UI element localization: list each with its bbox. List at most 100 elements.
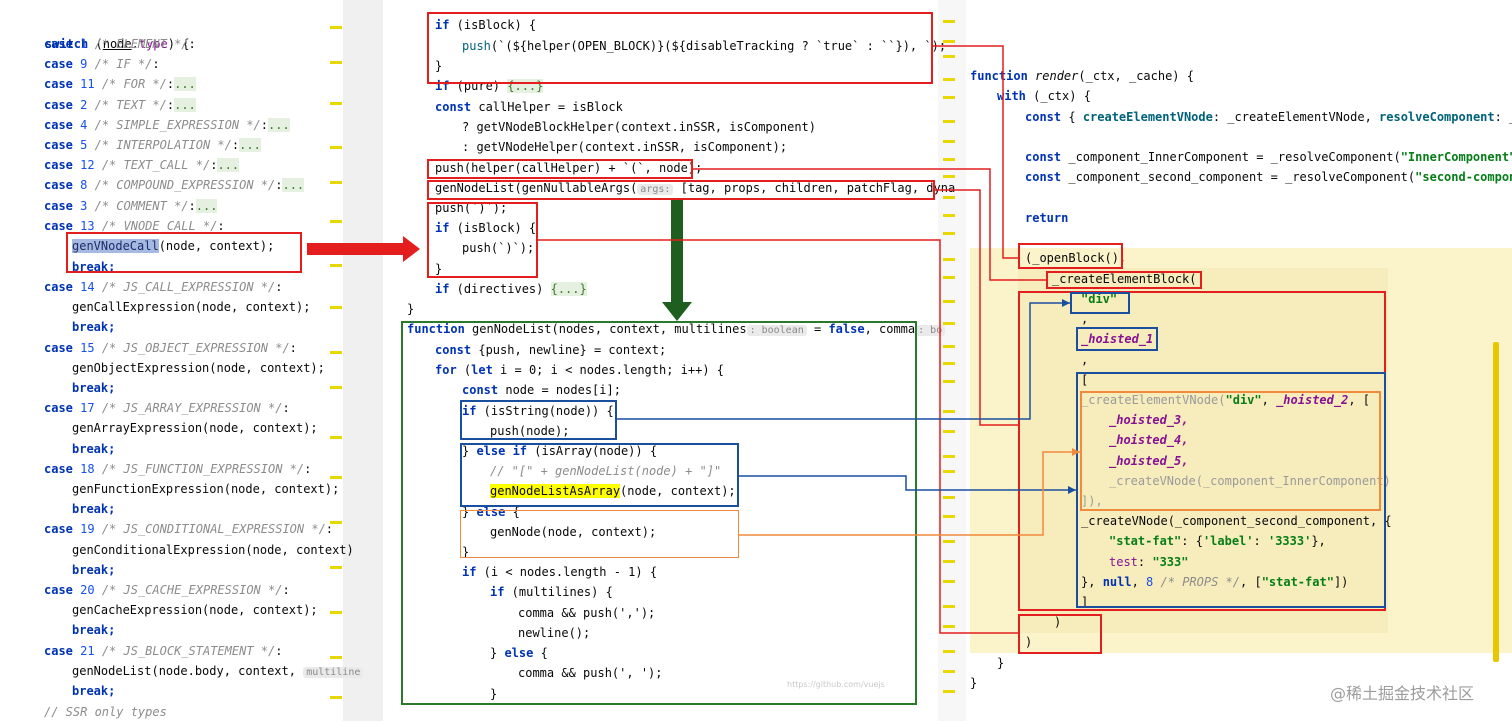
mid-code-line[interactable]: if (pure) {...} xyxy=(435,79,544,93)
warning-marker[interactable] xyxy=(943,232,955,235)
case-line[interactable]: case 14 /* JS_CALL_EXPRESSION */: xyxy=(44,280,283,294)
warning-marker[interactable] xyxy=(943,258,955,261)
right-code-line[interactable]: with (_ctx) { xyxy=(997,89,1091,103)
warning-marker[interactable] xyxy=(943,430,955,433)
warning-marker[interactable] xyxy=(330,102,342,105)
warning-marker[interactable] xyxy=(943,410,955,413)
mid-code-line[interactable]: const {push, newline} = context; xyxy=(435,343,667,357)
warning-marker[interactable] xyxy=(330,656,342,659)
warning-marker[interactable] xyxy=(943,140,955,143)
mid-code-line[interactable]: push(`)`); xyxy=(462,241,535,255)
warning-marker[interactable] xyxy=(943,670,955,673)
mid-code-line[interactable]: if (directives) {...} xyxy=(435,282,587,296)
case-line[interactable]: case 9 /* IF */: xyxy=(44,57,160,72)
right-code-line[interactable]: , xyxy=(1081,312,1089,326)
case-line[interactable]: case 5 /* INTERPOLATION */:... xyxy=(44,138,261,152)
warning-marker[interactable] xyxy=(330,386,342,389)
warning-marker[interactable] xyxy=(943,362,955,365)
warning-marker[interactable] xyxy=(330,351,342,354)
right-code-line[interactable]: _createVNode(_component_InnerComponent) xyxy=(1109,471,1391,491)
right-code-line[interactable]: _hoisted_5, xyxy=(1109,451,1188,471)
right-code-line[interactable]: const _component_InnerComponent = _resol… xyxy=(1025,147,1512,167)
warning-marker[interactable] xyxy=(943,580,955,583)
warning-marker[interactable] xyxy=(330,306,342,309)
mid-code-line[interactable]: const callHelper = isBlock xyxy=(435,100,623,114)
right-code-line[interactable]: const _component_second_component = _res… xyxy=(1025,167,1512,187)
warning-marker[interactable] xyxy=(943,496,955,499)
call-line[interactable]: genObjectExpression(node, context); xyxy=(72,360,325,375)
mid-code-line[interactable]: if (i < nodes.length - 1) { xyxy=(462,565,658,579)
warning-marker[interactable] xyxy=(943,625,955,628)
warning-marker[interactable] xyxy=(943,55,955,58)
mid-code-line[interactable]: genNodeListAsArray(node, context); xyxy=(490,484,736,498)
break-line[interactable]: break; xyxy=(72,439,115,459)
mid-code-line[interactable]: push(`)`); xyxy=(435,201,508,215)
warning-marker[interactable] xyxy=(943,560,955,563)
mid-code-line[interactable]: push(`(${helper(OPEN_BLOCK)}(${disableTr… xyxy=(462,39,947,53)
mid-code-line[interactable]: for (let i = 0; i < nodes.length; i++) { xyxy=(435,363,725,377)
case-line[interactable]: case 4 /* SIMPLE_EXPRESSION */:... xyxy=(44,117,290,132)
warning-marker[interactable] xyxy=(330,611,342,614)
warning-marker[interactable] xyxy=(943,78,955,81)
warning-marker[interactable] xyxy=(330,220,342,223)
right-code-line[interactable]: , xyxy=(1081,353,1089,367)
warning-marker[interactable] xyxy=(330,521,342,524)
warning-marker[interactable] xyxy=(943,455,955,458)
mid-code-line[interactable]: } xyxy=(490,687,498,701)
warning-marker[interactable] xyxy=(943,20,955,23)
right-code-line[interactable]: test: "333" xyxy=(1109,555,1189,569)
mid-code-line[interactable]: genNodeList(genNullableArgs(args: [tag, … xyxy=(435,181,956,195)
warning-marker[interactable] xyxy=(330,61,342,64)
right-code-line[interactable]: "div" xyxy=(1081,289,1117,309)
right-code-line[interactable]: ]), xyxy=(1081,491,1103,511)
mid-code-line[interactable]: : getVNodeHelper(context.inSSR, isCompon… xyxy=(462,140,788,154)
warning-marker[interactable] xyxy=(330,476,342,479)
mid-code-line[interactable]: genNode(node, context); xyxy=(490,525,657,539)
warning-marker[interactable] xyxy=(330,181,342,184)
mid-code-line[interactable]: } xyxy=(435,262,443,276)
call-line[interactable]: genFunctionExpression(node, context); xyxy=(72,482,340,496)
mid-code-line[interactable]: } else { xyxy=(490,646,548,660)
mid-code-line[interactable]: // "[" + genNodeList(node) + "]" xyxy=(490,461,721,481)
call-line[interactable]: genCacheExpression(node, context); xyxy=(72,603,318,618)
warning-marker[interactable] xyxy=(943,175,955,178)
mid-code-line[interactable]: } else if (isArray(node)) { xyxy=(462,444,658,458)
warning-marker[interactable] xyxy=(943,300,955,303)
warning-marker[interactable] xyxy=(943,650,955,653)
right-code-line[interactable]: ] xyxy=(1081,595,1089,609)
warning-marker[interactable] xyxy=(330,566,342,569)
warning-marker[interactable] xyxy=(330,26,342,29)
right-code-line[interactable]: } xyxy=(997,656,1005,670)
break-line[interactable]: break; xyxy=(72,560,115,580)
case-line[interactable]: case 13 /* VNODE_CALL */: xyxy=(44,218,225,233)
mid-code-line[interactable]: push(node); xyxy=(490,424,570,438)
warning-marker[interactable] xyxy=(943,214,955,217)
mid-code-line[interactable]: newline(); xyxy=(518,626,591,640)
mid-code-line[interactable]: const node = nodes[i]; xyxy=(462,383,621,397)
mid-code-line[interactable]: if (isBlock) { xyxy=(435,221,537,235)
warning-marker[interactable] xyxy=(943,345,955,348)
break-line[interactable]: break; xyxy=(72,317,115,337)
mid-code-line[interactable]: ? getVNodeBlockHelper(context.inSSR, isC… xyxy=(462,120,817,134)
case-line[interactable]: case 12 /* TEXT_CALL */:... xyxy=(44,158,240,173)
right-code-line[interactable]: return xyxy=(1025,208,1068,228)
warning-marker[interactable] xyxy=(943,120,955,123)
warning-marker[interactable] xyxy=(943,96,955,99)
break-line[interactable]: break; xyxy=(72,499,115,519)
case-line[interactable]: case 19 /* JS_CONDITIONAL_EXPRESSION */: xyxy=(44,522,334,537)
scrollbar-thumb[interactable] xyxy=(1493,342,1499,662)
case-line[interactable]: case 2 /* TEXT */:... xyxy=(44,97,196,112)
mid-code-line[interactable]: if (isBlock) { xyxy=(435,18,537,32)
case-line[interactable]: case 17 /* JS_ARRAY_EXPRESSION */: xyxy=(44,401,290,416)
case-line[interactable]: case 20 /* JS_CACHE_EXPRESSION */: xyxy=(44,583,290,597)
right-code-line[interactable]: (_openBlock(), xyxy=(1025,251,1127,265)
right-code-line[interactable]: _createElementBlock( xyxy=(1052,272,1197,286)
warning-marker[interactable] xyxy=(943,540,955,543)
call-line[interactable]: genArrayExpression(node, context); xyxy=(72,421,318,436)
call-line[interactable]: genNodeList(node.body, context, multilin… xyxy=(72,661,364,681)
warning-marker[interactable] xyxy=(330,146,342,149)
mid-code-line[interactable]: function genNodeList(nodes, context, mul… xyxy=(407,319,946,339)
right-code-line[interactable]: _hoisted_4, xyxy=(1109,430,1188,450)
case-line[interactable]: case 8 /* COMPOUND_EXPRESSION */:... xyxy=(44,178,305,193)
case-line[interactable]: case 21 /* JS_BLOCK_STATEMENT */: xyxy=(44,643,283,658)
